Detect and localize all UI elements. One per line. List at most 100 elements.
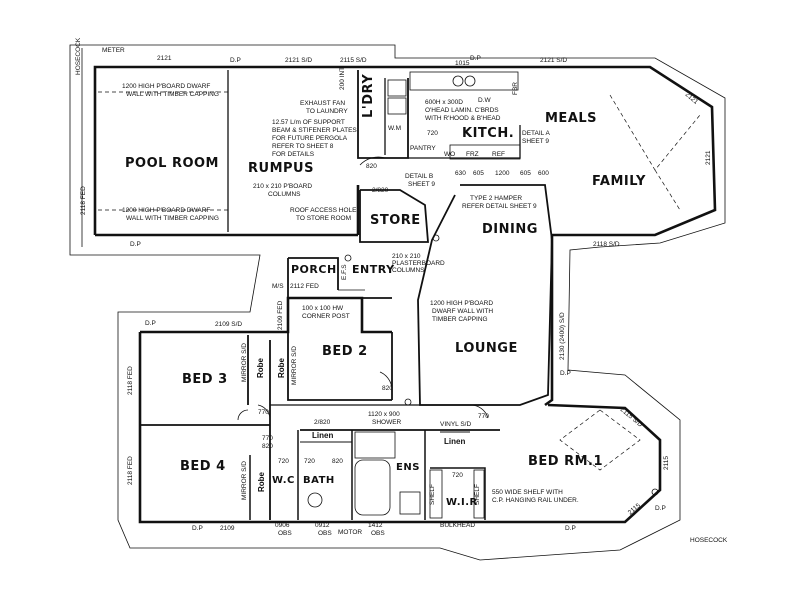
room-linen-1: Linen: [312, 431, 333, 440]
note-frz: FRZ: [466, 151, 479, 158]
note-efs: E.F.S: [341, 264, 348, 280]
room-porch: PORCH: [291, 263, 337, 276]
dim-820-w: 820: [332, 458, 343, 465]
note-columns-b: COLUMNS: [268, 191, 301, 198]
note-support-e: FOR DETAILS: [272, 151, 315, 158]
note-shelf-a: 550 WIDE SHELF WITH: [492, 489, 563, 496]
dim-720-w: 720: [304, 458, 315, 465]
note-roof-b: TO STORE ROOM: [296, 215, 351, 222]
dim-2109-fed: 2109 FED: [277, 300, 284, 330]
dim-2118-fed: 2118 FED: [80, 186, 87, 215]
note-exhaust-b: TO LAUNDRY: [306, 108, 348, 115]
room-laundry: L'DRY: [361, 74, 376, 118]
note-kitchen-b: O'HEAD LAMIN. C'BRDS: [425, 107, 499, 114]
dim-820-a: 820: [366, 163, 377, 170]
dim-0906: 0906: [275, 522, 290, 529]
dim-dp-mid: D.P: [130, 241, 141, 248]
room-bed2: BED 2: [322, 344, 368, 359]
dim-2121-c: 2121 S/D: [540, 57, 567, 64]
exterior-walls: [93, 65, 717, 524]
note-dwarf-2b: WALL WITH TIMBER CAPPING: [126, 215, 219, 222]
note-corner-a: 100 x 100 HW: [302, 305, 344, 312]
dim-770-c: 770: [478, 413, 489, 420]
dim-dp-bot2: D.P: [565, 525, 576, 532]
dim-k605b: 605: [520, 170, 531, 177]
room-bath: BATH: [303, 475, 335, 486]
dim-dp-left: D.P: [145, 320, 156, 327]
note-plaster-b: PLASTERBOARD: [392, 260, 445, 267]
note-shelf-b: C.P. HANGING RAIL UNDER.: [492, 497, 579, 504]
note-shelf-r: SHELF: [474, 484, 481, 505]
note-detail-b2: SHEET 9: [408, 181, 435, 188]
dim-2109-bot: 2109: [220, 525, 235, 532]
note-support-a: 12.57 L/m OF SUPPORT: [272, 119, 345, 126]
note-dwarf-3a: 1200 HIGH P'BOARD: [430, 300, 493, 307]
dim-k630: 630: [455, 170, 466, 177]
note-detail-a: DETAIL A: [522, 130, 550, 137]
dim-770-a: 770: [258, 409, 269, 416]
dimension-labels: 2121 2121 S/D 2115 S/D 1015 2121 S/D 212…: [80, 55, 712, 537]
note-dwarf-3c: TIMBER CAPPING: [432, 316, 488, 323]
note-roof-a: ROOF ACCESS HOLE: [290, 207, 357, 214]
dim-720-e: 720: [452, 472, 463, 479]
note-hamper-b: REFER DETAIL SHEET 9: [462, 203, 537, 210]
note-bulkhead: BULKHEAD: [440, 522, 475, 529]
note-wo: WO: [444, 151, 455, 158]
dim-2115-r2: 2115: [663, 456, 670, 470]
note-hosecock-bottom: HOSECOCK: [690, 537, 728, 544]
room-dining: DINING: [482, 222, 538, 237]
room-store: STORE: [370, 213, 421, 228]
dim-2121-b: 2121 S/D: [285, 57, 312, 64]
dim-720-k: 720: [427, 130, 438, 137]
note-mirror-3: MIRROR S/D: [241, 461, 248, 500]
annotations: METER HOSECOCK HOSECOCK 1200 HIGH P'BOAR…: [75, 37, 728, 544]
room-bed3: BED 3: [182, 372, 228, 387]
note-support-c: FOR FUTURE PERGOLA: [272, 135, 348, 142]
fixtures: [95, 71, 701, 519]
dim-2112: 2112 FED: [290, 283, 319, 290]
dim-200: 200 INT: [339, 67, 346, 90]
note-kitchen-a: 600H x 300D: [425, 99, 463, 106]
note-support-d: REFER TO SHEET 8: [272, 143, 334, 150]
room-bed4: BED 4: [180, 459, 226, 474]
room-family: FAMILY: [592, 174, 646, 189]
room-wc: W.C: [272, 475, 295, 486]
note-plaster-a: 210 x 210: [392, 253, 421, 260]
note-exhaust-a: EXHAUST FAN: [300, 100, 345, 107]
dim-2118-l2: 2118 FED: [127, 456, 134, 485]
note-corner-b: CORNER POST: [302, 313, 350, 320]
dim-obs1: OBS: [278, 530, 292, 537]
note-plaster-c: COLUMNS: [392, 267, 425, 274]
dim-2115: 2115 S/D: [340, 57, 367, 64]
note-shower-b: SHOWER: [372, 419, 402, 426]
dim-2820-a: 2/820: [372, 187, 389, 194]
room-robe-3: Robe: [257, 471, 266, 492]
note-mirror-1: MIRROR S/D: [241, 343, 248, 382]
dim-0912: 0912: [315, 522, 330, 529]
dim-2118-l1: 2118 FED: [127, 366, 134, 395]
dim-obs3: OBS: [371, 530, 385, 537]
eave-outline: [69, 44, 726, 561]
dim-2121-r1: 2121: [684, 91, 700, 106]
note-wm: W.M: [388, 125, 401, 132]
note-dwarf-1b: WALL WITH TIMBER CAPPING: [126, 91, 219, 98]
dim-dp-right: D.P: [560, 370, 571, 377]
note-support-b: BEAM & STIFENER PLATES: [272, 127, 357, 134]
room-meals: MEALS: [545, 111, 597, 126]
dim-1015: 1015: [455, 60, 470, 67]
dim-dp-top2: D.P: [470, 55, 481, 62]
dim-2109-top: 2109 S/D: [215, 321, 242, 328]
note-shower-a: 1120 x 900: [368, 411, 400, 418]
note-meter: METER: [102, 47, 125, 54]
room-robe-1: Robe: [256, 357, 265, 378]
room-rumpus: RUMPUS: [248, 161, 314, 176]
dim-k600: 600: [538, 170, 549, 177]
dim-2115-r1: 2115 S/D: [619, 406, 644, 429]
note-ms: M/S: [272, 283, 284, 290]
dim-dp-bot1: D.P: [192, 525, 203, 532]
room-bed-rm1: BED RM.1: [528, 454, 603, 469]
note-hamper-a: TYPE 2 HAMPER: [470, 195, 522, 202]
note-motor: MOTOR: [338, 529, 362, 536]
dim-820-b: 820: [382, 385, 393, 392]
